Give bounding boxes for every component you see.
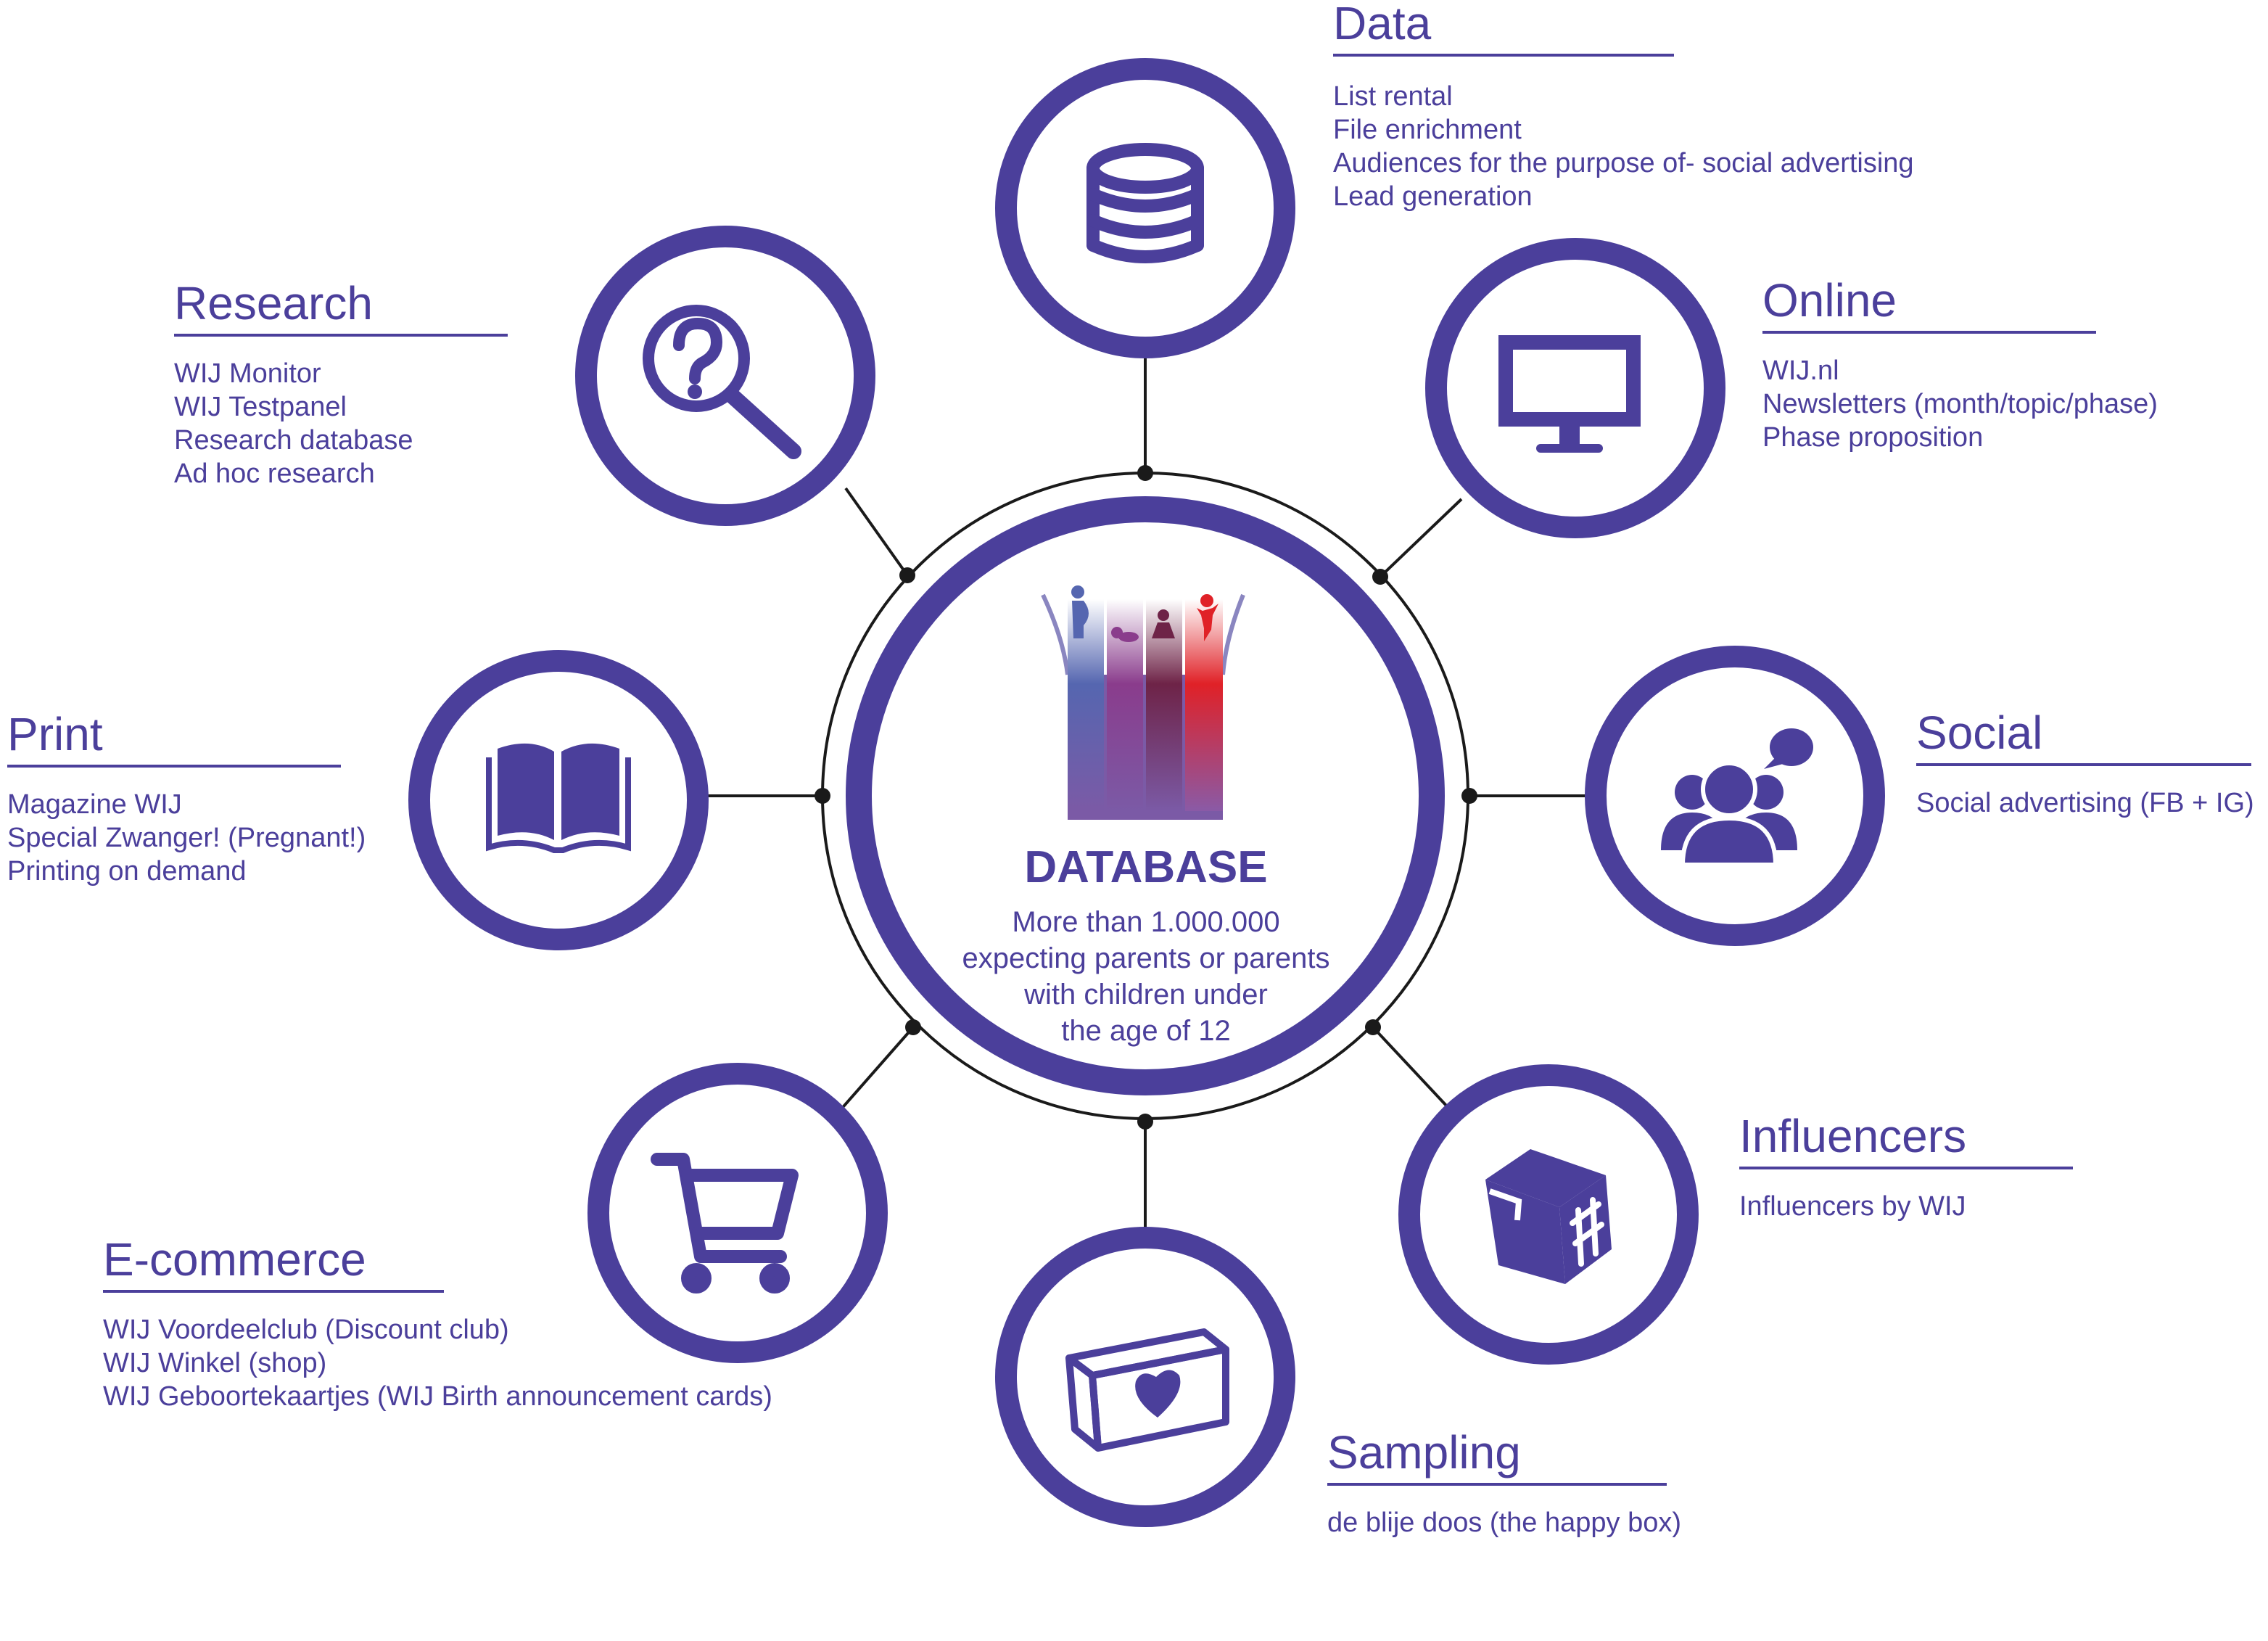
list-item: WIJ Winkel (shop) [103, 1348, 327, 1378]
list-item: Influencers by WIJ [1739, 1191, 1966, 1222]
label-influencers: Influencers Influencers by WIJ [1739, 1110, 2073, 1223]
list-item: WIJ Testpanel [174, 392, 347, 422]
item-list: Magazine WIJ Special Zwanger! (Pregnant!… [7, 788, 366, 888]
node-circle-ecommerce [587, 1063, 888, 1363]
baby-figure-icon [1111, 627, 1139, 642]
section-title: Online [1762, 274, 1897, 326]
database-bars-graphic [1041, 585, 1245, 820]
description-line: with children under [1024, 979, 1268, 1011]
description-line: More than 1.000.000 [1012, 906, 1280, 938]
label-print: Print Magazine WIJ Special Zwanger! (Pre… [7, 708, 366, 888]
hashtag-box-icon [1485, 1149, 1612, 1284]
section-title: Social [1916, 707, 2043, 759]
title-underline [1739, 1167, 2073, 1169]
magnifier-question-icon [643, 305, 801, 459]
item-list: WIJ Voordeelclub (Discount club) WIJ Win… [103, 1313, 772, 1413]
item-list: Social advertising (FB + IG) [1916, 786, 2254, 820]
heart-box-icon [1065, 1328, 1229, 1452]
section-title: Influencers [1739, 1110, 1967, 1162]
section-title: Print [7, 708, 103, 760]
database-center-text: DATABASE More than 1.000.000 expecting p… [936, 842, 1356, 1049]
database-icon [1086, 143, 1204, 263]
connector-influencers [1372, 1026, 1449, 1109]
item-list: WIJ.nl Newsletters (month/topic/phase) P… [1762, 354, 2158, 454]
label-research: Research WIJ Monitor WIJ Testpanel Resea… [174, 277, 508, 490]
section-title: Sampling [1327, 1426, 1521, 1478]
list-item: Research database [174, 425, 413, 456]
title-underline [174, 334, 508, 337]
item-list: WIJ Monitor WIJ Testpanel Research datab… [174, 357, 508, 490]
item-list: Influencers by WIJ [1739, 1190, 2073, 1223]
item-list: de blije doos (the happy box) [1327, 1506, 1681, 1539]
list-item: Ad hoc research [174, 458, 375, 489]
list-item: File enrichment [1333, 115, 1522, 145]
database-description: More than 1.000.000 expecting parents or… [936, 904, 1356, 1049]
item-list: List rental File enrichment Audiences fo… [1333, 80, 1914, 213]
list-item: Phase proposition [1762, 422, 1984, 453]
connectors [706, 358, 1585, 1233]
people-chat-icon [1661, 728, 1813, 867]
description-line: the age of 12 [1061, 1015, 1231, 1047]
monitor-icon [1498, 335, 1641, 453]
label-social: Social Social advertising (FB + IG) [1916, 707, 2254, 820]
title-underline [103, 1290, 444, 1293]
label-sampling: Sampling de blije doos (the happy box) [1327, 1426, 1681, 1539]
section-title: Research [174, 277, 373, 329]
list-item: Lead generation [1333, 181, 1533, 212]
list-item: Social advertising (FB + IG) [1916, 788, 2254, 818]
list-item: Magazine WIJ [7, 789, 182, 820]
list-item: Printing on demand [7, 856, 247, 887]
connector-ecommerce [838, 1026, 915, 1113]
section-title: Data [1333, 0, 1432, 49]
list-item: WIJ Voordeelclub (Discount club) [103, 1315, 509, 1345]
list-item: WIJ Monitor [174, 358, 321, 389]
list-item: de blije doos (the happy box) [1327, 1508, 1681, 1538]
title-underline [1327, 1483, 1667, 1486]
title-underline [7, 765, 341, 768]
shopping-cart-icon [651, 1153, 799, 1294]
label-ecommerce: E-commerce WIJ Voordeelclub (Discount cl… [103, 1233, 772, 1413]
child-figure-icon [1152, 609, 1175, 638]
node-circle-print [408, 650, 709, 950]
node-circle-research [575, 226, 875, 526]
database-title: DATABASE [1024, 842, 1268, 892]
list-item: WIJ.nl [1762, 355, 1839, 386]
list-item: Audiences for the purpose of- social adv… [1333, 148, 1914, 178]
title-underline [1762, 331, 2096, 334]
list-item: Newsletters (month/topic/phase) [1762, 389, 2158, 419]
jumping-child-icon [1197, 594, 1218, 641]
node-circle-online [1425, 238, 1725, 538]
connector-online [1379, 498, 1463, 578]
label-data: Data List rental File enrichment Audienc… [1333, 0, 1914, 213]
list-item: WIJ Geboortekaartjes (WIJ Birth announce… [103, 1381, 772, 1412]
pregnant-figure-icon [1071, 585, 1089, 638]
bar-blue [1068, 599, 1104, 811]
list-item: List rental [1333, 81, 1453, 112]
connector-research [844, 487, 909, 577]
list-item: Special Zwanger! (Pregnant!) [7, 823, 366, 853]
title-underline [1916, 763, 2251, 766]
description-line: expecting parents or parents [962, 942, 1330, 974]
section-title: E-commerce [103, 1233, 366, 1286]
junction-dots [815, 465, 1477, 1130]
open-book-icon [486, 743, 631, 853]
label-online: Online WIJ.nl Newsletters (month/topic/p… [1762, 274, 2158, 454]
title-underline [1333, 54, 1674, 57]
